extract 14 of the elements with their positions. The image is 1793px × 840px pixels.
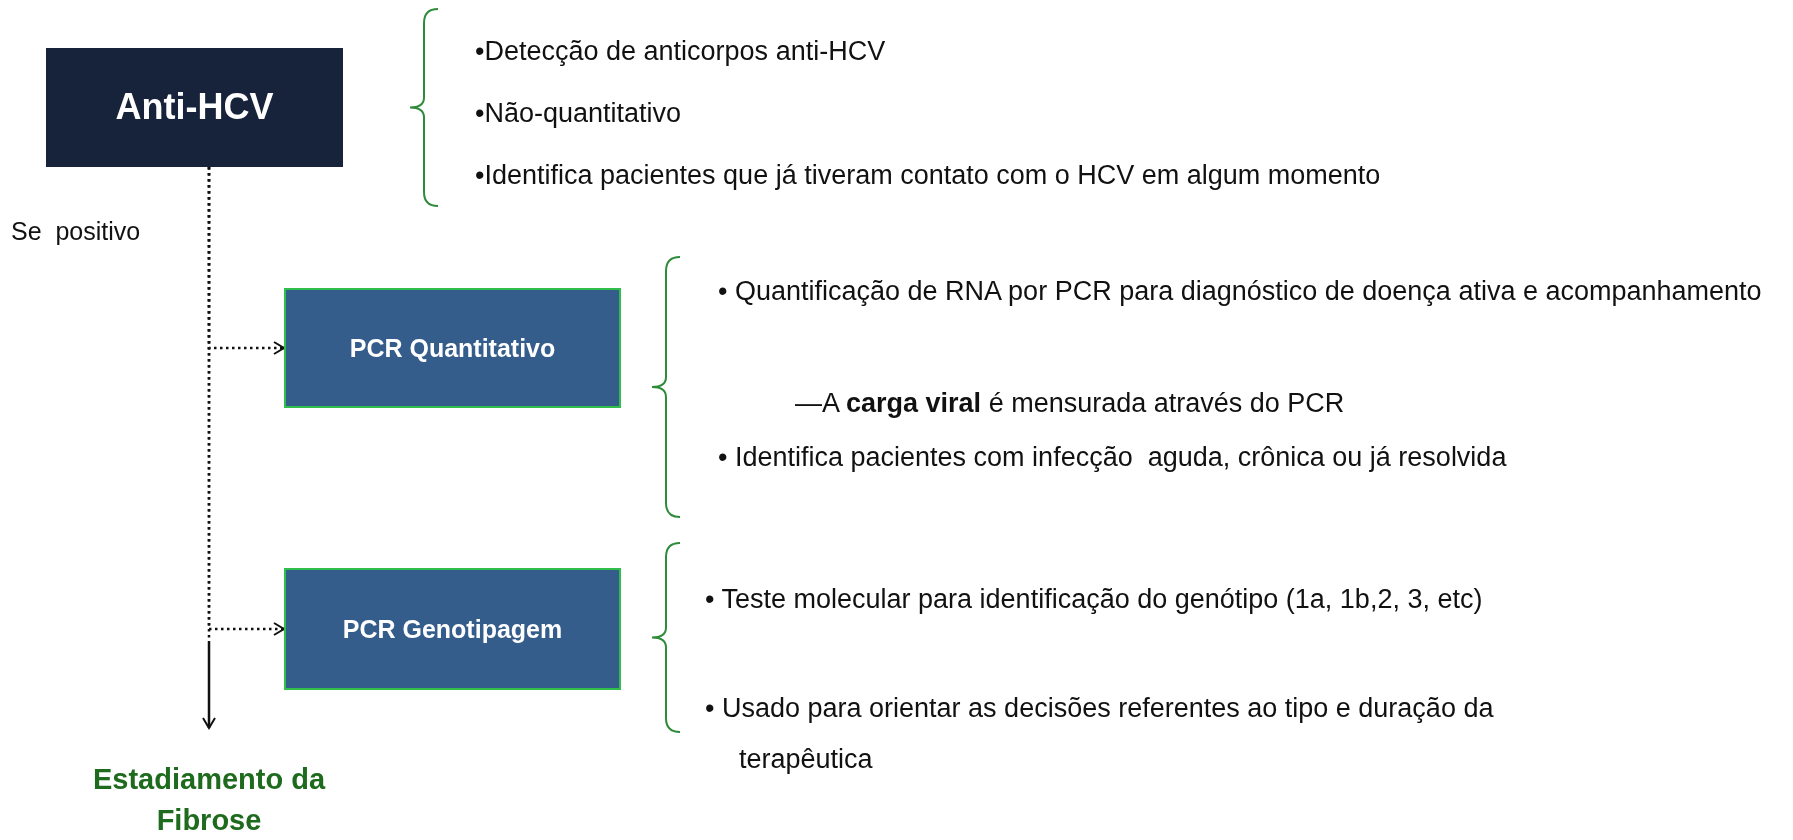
test-box: PCR Quantitativo bbox=[284, 288, 621, 408]
test-box: PCR Genotipagem bbox=[284, 568, 621, 690]
bullet-text: —A carga viral é mensurada através do PCR bbox=[795, 387, 1345, 420]
condition-label: Se positivo bbox=[11, 217, 141, 246]
bullet-text: •Detecção de anticorpos anti-HCV bbox=[475, 35, 886, 68]
bullet-text: • Teste molecular para identificação do genótipo (1a, 1b,2, 3, etc) bbox=[705, 583, 1483, 616]
bullet-text: •Identifica pacientes que já tiveram contato com o HCV em algum momento bbox=[475, 159, 1381, 192]
arrow bbox=[202, 167, 216, 729]
bullet-text: • Usado para orientar as decisões referentes ao tipo e duração da terapêutica bbox=[705, 692, 1495, 777]
bullet-text: • Identifica pacientes com infecção aguda, crônica ou já resolvida bbox=[718, 441, 1507, 474]
outcome-text: Estadiamento da Fibrose bbox=[80, 760, 338, 840]
bullet-text: •Não-quantitativo bbox=[475, 97, 682, 130]
test-box: Anti-HCV bbox=[46, 48, 343, 167]
bullet-text: • Quantificação de RNA por PCR para diagnóstico de doença ativa e acompanhamento bbox=[718, 275, 1762, 308]
